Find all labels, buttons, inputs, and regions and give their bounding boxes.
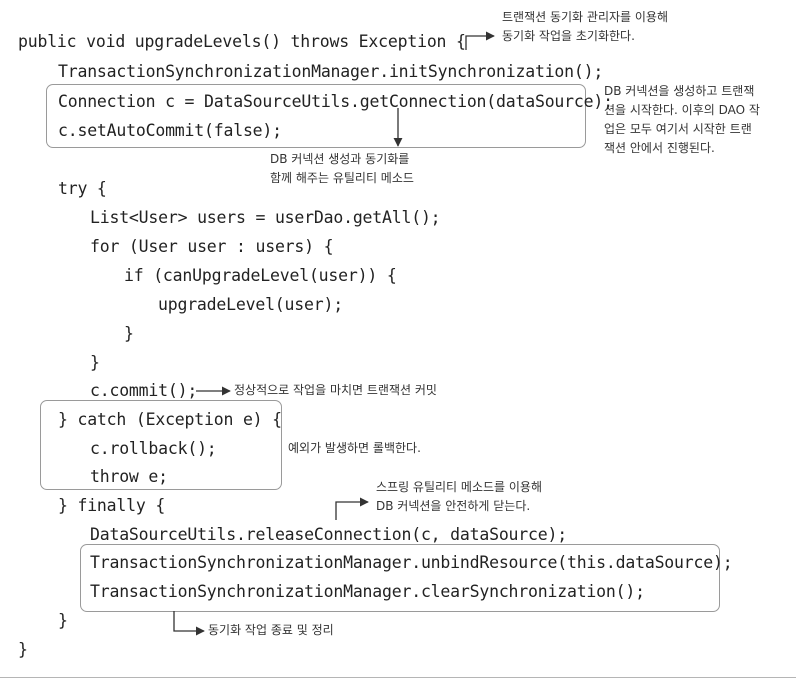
arrow-init-sync	[465, 31, 495, 50]
bottom-divider	[0, 677, 796, 678]
code-line-if-check: if (canUpgradeLevel(user)) {	[124, 266, 397, 285]
code-line-catch: } catch (Exception e) {	[58, 410, 282, 429]
code-line-if-close: }	[124, 324, 134, 343]
code-line-release-connection: DataSourceUtils.releaseConnection(c, dat…	[90, 525, 567, 544]
annotation-release-connection: 스프링 유틸리티 메소드를 이용해 DB 커넥션을 안전하게 닫는다.	[376, 480, 543, 513]
code-line-set-autocommit: c.setAutoCommit(false);	[58, 121, 282, 140]
code-line-get-users: List<User> users = userDao.getAll();	[90, 208, 441, 227]
annotation-get-connection: DB 커넥션 생성과 동기화를 함께 해주는 유틸리티 메소드	[270, 152, 414, 185]
code-line-for-loop: for (User user : users) {	[90, 237, 334, 256]
annotation-commit: 정상적으로 작업을 마치면 트랜잭션 커밋	[234, 383, 437, 397]
sync-cleanup-box	[80, 544, 720, 612]
annotation-connection-block: DB 커넥션을 생성하고 트랜잭 션을 시작한다. 이후의 DAO 작 업은 모…	[604, 84, 760, 155]
annotation-rollback: 예외가 발생하면 롤백한다.	[288, 441, 421, 455]
code-line-init-sync: TransactionSynchronizationManager.initSy…	[58, 62, 604, 81]
code-line-get-connection: Connection c = DataSourceUtils.getConnec…	[58, 92, 613, 111]
annotation-cleanup: 동기화 작업 종료 및 정리	[208, 623, 334, 637]
code-line-finally-close: }	[58, 611, 68, 630]
arrow-release-connection	[335, 497, 369, 520]
code-line-upgrade-level: upgradeLevel(user);	[158, 295, 343, 314]
arrow-cleanup	[173, 611, 205, 636]
catch-block-box	[40, 400, 282, 490]
code-line-method-close: }	[18, 640, 28, 659]
code-line-try: try {	[58, 179, 107, 198]
code-line-commit: c.commit();	[90, 381, 198, 400]
code-line-unbind-resource: TransactionSynchronizationManager.unbind…	[90, 553, 733, 572]
code-line-finally: } finally {	[58, 496, 166, 515]
code-line-for-close: }	[90, 353, 100, 372]
connection-block-box	[46, 84, 586, 148]
code-line-throw: throw e;	[90, 467, 168, 486]
code-line-rollback: c.rollback();	[90, 439, 217, 458]
code-line-clear-sync: TransactionSynchronizationManager.clearS…	[90, 582, 645, 601]
code-line-method-signature: public void upgradeLevels() throws Excep…	[18, 32, 466, 51]
annotation-init-sync: 트랜잭션 동기화 관리자를 이용해 동기화 작업을 초기화한다.	[502, 10, 669, 43]
